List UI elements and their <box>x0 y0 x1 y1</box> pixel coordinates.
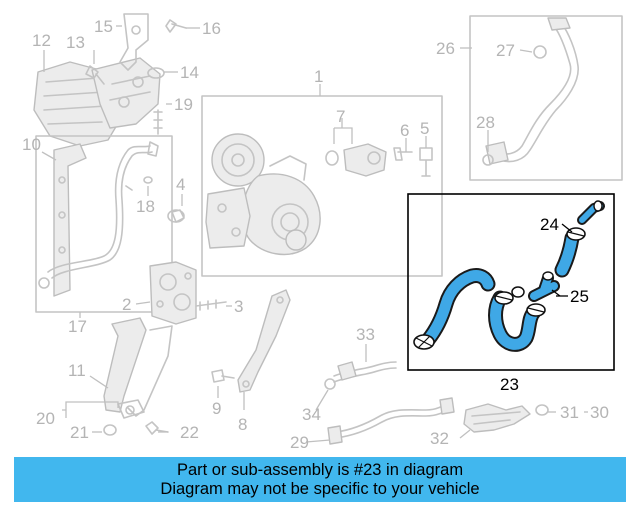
washer-27 <box>533 45 547 59</box>
callout-22: 22 <box>180 423 199 442</box>
callout-27: 27 <box>496 41 515 60</box>
gasket-2 <box>149 261 197 325</box>
callout-25: 25 <box>570 287 589 306</box>
callout-6: 6 <box>400 121 409 140</box>
bracket-8 <box>237 289 291 393</box>
stud-19 <box>153 109 163 135</box>
parts-diagram: 1 2 3 4 5 6 7 8 9 10 11 12 13 14 15 16 1… <box>22 13 623 452</box>
callout-8: 8 <box>238 415 247 434</box>
callout-23: 23 <box>500 375 519 394</box>
callout-18: 18 <box>136 197 155 216</box>
bolt-6 <box>393 147 413 161</box>
heat-shield-group <box>33 57 161 147</box>
callout-30: 30 <box>590 403 609 422</box>
callout-15: 15 <box>94 17 113 36</box>
washer-34 <box>324 378 336 390</box>
turbocharger <box>205 133 321 256</box>
stud-3 <box>195 299 227 311</box>
callout-24: 24 <box>540 215 559 234</box>
group-26-frame <box>469 15 623 181</box>
sensor-5 <box>419 147 433 177</box>
callout-10: 10 <box>22 135 41 154</box>
callout-7: 7 <box>336 107 345 126</box>
callout-14: 14 <box>180 63 199 82</box>
washer-28 <box>482 154 494 166</box>
callout-13: 13 <box>66 33 85 52</box>
banner-line-2: Diagram may not be specific to your vehi… <box>160 480 480 498</box>
callout-9: 9 <box>212 399 221 418</box>
banner-line-1: Part or sub-assembly is #23 in diagram <box>176 461 464 479</box>
callout-28: 28 <box>476 113 495 132</box>
pipe-29 <box>335 401 449 433</box>
bolt-13 <box>85 65 105 85</box>
support-bracket-11 <box>103 317 147 413</box>
washer-18 <box>143 176 153 184</box>
callout-21: 21 <box>70 423 89 442</box>
washer-31 <box>535 404 549 416</box>
callout-4: 4 <box>176 175 185 194</box>
callout-12: 12 <box>32 31 51 50</box>
bracket-15 <box>119 13 149 71</box>
o-ring-7a <box>325 150 339 166</box>
callout-29: 29 <box>290 433 309 452</box>
washer-21 <box>103 424 117 436</box>
callout-3: 3 <box>234 297 243 316</box>
callout-17: 17 <box>68 317 87 336</box>
group-17-frame <box>35 135 173 313</box>
pipe-32 <box>463 403 531 433</box>
callout-16: 16 <box>202 19 221 38</box>
group-23-frame <box>407 193 615 371</box>
caption-banner: Part or sub-assembly is #23 in diagram D… <box>14 457 626 502</box>
callout-33: 33 <box>356 325 375 344</box>
gasket-14 <box>147 67 165 79</box>
bolt-16 <box>165 19 187 33</box>
callout-1: 1 <box>314 67 323 86</box>
callout-31: 31 <box>560 403 579 422</box>
bolt-9 <box>211 369 235 383</box>
callout-5: 5 <box>420 119 429 138</box>
callout-32: 32 <box>430 429 449 448</box>
callout-19: 19 <box>174 95 193 114</box>
callout-11: 11 <box>68 361 86 380</box>
callout-20: 20 <box>36 409 55 428</box>
callout-26: 26 <box>436 39 455 58</box>
hose-assembly-23 <box>413 200 605 352</box>
group-1-frame <box>201 95 443 277</box>
callout-34: 34 <box>302 405 321 424</box>
callout-2: 2 <box>122 295 131 314</box>
